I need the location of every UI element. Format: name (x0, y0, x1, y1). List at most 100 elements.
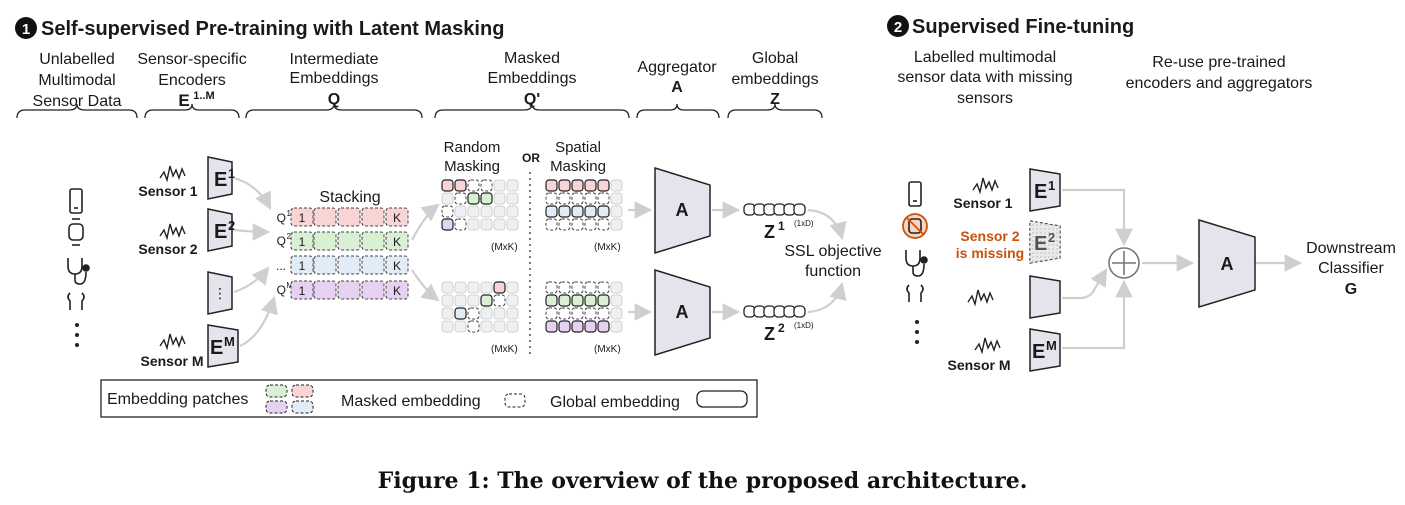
legend-patches-label: Embedding patches (107, 391, 248, 408)
svg-text:⋮: ⋮ (213, 285, 227, 301)
masked-grid-cell-visible (480, 294, 493, 307)
masked-grid-cell-visible (545, 320, 558, 333)
masked-grid-cell-faint (610, 205, 623, 218)
svg-text:1: 1 (228, 166, 235, 181)
svg-text:Q: Q (277, 211, 286, 225)
heading-aggregator-symbol: A (671, 79, 683, 96)
labelled-2: sensor data with missing (897, 69, 1072, 86)
masked-grid-cell-masked (467, 320, 480, 333)
stack-cell-first-label: 1 (299, 284, 306, 298)
ft-encoder-m: E M (1029, 328, 1061, 372)
signal-2-icon (159, 223, 186, 241)
stack-cell (290, 280, 314, 300)
masked-grid-cell-masked (558, 192, 571, 205)
masked-grid-cell-visible (493, 281, 506, 294)
stack-cell (290, 207, 314, 227)
svg-text:E: E (214, 221, 227, 243)
stack-cell (385, 255, 409, 275)
svg-text:Q: Q (277, 283, 286, 297)
masked-grid-cell-visible (558, 205, 571, 218)
masked-grid-cell-visible (441, 218, 454, 231)
heading-encoders-symbol: E (178, 91, 189, 110)
masked-grid-cell-faint (480, 218, 493, 231)
stack-cell-last-label: K (393, 259, 401, 273)
masked-grid-cell-visible (571, 294, 584, 307)
svg-text:E: E (1034, 181, 1047, 203)
masked-grid-cell-visible (597, 294, 610, 307)
masked-grid-cell-faint (610, 218, 623, 231)
encoder-2: E 2 (207, 208, 235, 252)
masked-grid-cell-visible (597, 205, 610, 218)
heading-global-1: Global (752, 50, 798, 67)
masked-grid-cell-visible (441, 179, 454, 192)
svg-text:A: A (1221, 254, 1234, 274)
svg-text:(MxK): (MxK) (594, 242, 621, 253)
masked-grid-cell-visible (558, 179, 571, 192)
stack-cell-last-label: K (393, 235, 401, 249)
ft-encoder-2-missing: E 2 (1029, 220, 1061, 264)
sensor-m-label: Sensor M (140, 353, 203, 369)
masked-grid-cell-masked (597, 192, 610, 205)
masked-grid-cell-masked (597, 281, 610, 294)
figure-caption: Figure 1: The overview of the proposed a… (377, 468, 1028, 494)
more-devices-icon (75, 323, 79, 347)
random-masking-1: Random (444, 139, 501, 156)
masked-grid-cell-masked (571, 192, 584, 205)
masked-grid-cell-masked (571, 281, 584, 294)
sensor-labels: Sensor 1 Sensor 2 Sensor M (138, 183, 203, 369)
global-embedding-unit (793, 203, 806, 216)
stack-cell-first-label: 1 (299, 259, 306, 273)
masked-grid-cell-faint (480, 307, 493, 320)
masked-grid-cell-masked (545, 192, 558, 205)
random-masking-2: Masking (444, 158, 500, 175)
stack-cell-last-label: K (393, 211, 401, 225)
masked-grid-cell-masked (454, 218, 467, 231)
masked-grid-cell-masked (584, 281, 597, 294)
ssl-objective: SSL objective function (784, 243, 881, 280)
masking-labels: Random Masking OR Spatial Masking (444, 139, 606, 175)
stack-cell (337, 280, 361, 300)
heading-masked-symbol: Q' (524, 91, 540, 108)
section1-number: 1 (22, 21, 30, 38)
masked-grid-cell-faint (467, 294, 480, 307)
masked-grid-cell-faint (480, 205, 493, 218)
stack-cell (290, 231, 314, 251)
masked-grid-cell-faint (493, 179, 506, 192)
svg-text:M: M (286, 281, 293, 290)
reuse-1: Re-use pre-trained (1152, 54, 1285, 71)
masked-grid-cell-visible (558, 320, 571, 333)
masked-grid-cell-masked (597, 307, 610, 320)
svg-text:(1xD): (1xD) (794, 219, 814, 228)
heading-encoders-2: Encoders (158, 72, 226, 89)
svg-text:M: M (1046, 338, 1057, 353)
finetune-arrows (1062, 188, 1303, 350)
svg-text:E: E (1032, 341, 1045, 363)
section1-header: 1 Self-supervised Pre-training with Late… (15, 17, 504, 40)
stack-cell (385, 207, 409, 227)
masked-grid-cell-visible (480, 192, 493, 205)
column-headings: Unlabelled Multimodal Sensor Data Sensor… (33, 50, 819, 110)
ssl-label-2: function (805, 263, 861, 280)
heading-masked-1: Masked (504, 50, 560, 67)
svg-text:2: 2 (1048, 230, 1055, 245)
heading-unlabelled-1: Unlabelled (39, 51, 115, 68)
masking-dims: (MxK) (MxK) (MxK) (MxK) (491, 242, 621, 355)
stack-cell (361, 280, 385, 300)
masked-grid-cell-masked (558, 307, 571, 320)
encoder-m: E M (207, 324, 239, 368)
stack-cell-first-label: 1 (299, 211, 306, 225)
heading-intermediate-symbol: Q (328, 91, 340, 108)
ft-signal-3-icon (967, 289, 994, 307)
svg-text:E: E (210, 337, 223, 359)
svg-text:M: M (224, 334, 235, 349)
svg-text:A: A (676, 200, 689, 220)
masked-grid-cell-visible (454, 179, 467, 192)
stack-cell (337, 255, 361, 275)
masked-grid-cell-masked (545, 281, 558, 294)
masked-grid-cell-faint (467, 205, 480, 218)
finetune-device-icons (902, 181, 928, 344)
masked-grid-cell-faint (441, 192, 454, 205)
stack-cell (313, 255, 337, 275)
ssl-arrows (807, 208, 847, 314)
